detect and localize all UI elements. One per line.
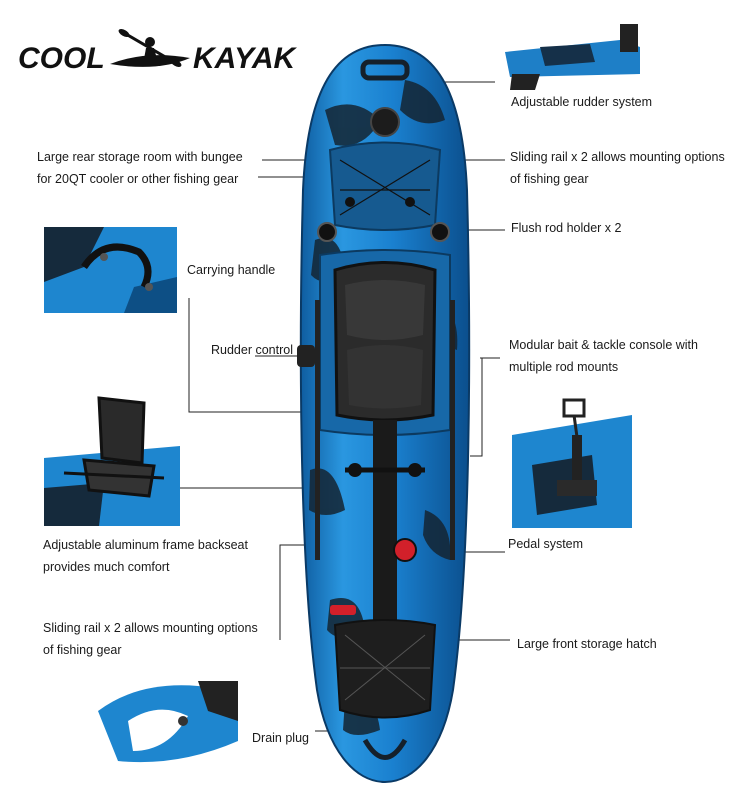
label-sliding-rail-bottom-line1: Sliding rail x 2 allows mounting options <box>43 621 258 635</box>
label-flush-rod-holder: Flush rod holder x 2 <box>511 221 622 235</box>
label-rear-storage-line1: Large rear storage room with bungee <box>37 150 243 164</box>
label-carrying-handle: Carrying handle <box>187 263 276 277</box>
backseat-photo <box>44 388 180 526</box>
kayak-top-view-illustration <box>297 43 471 784</box>
label-console-line1: Modular bait & tackle console with <box>509 338 698 352</box>
label-pedal-system: Pedal system <box>508 537 584 551</box>
label-rudder-control: Rudder control <box>211 343 293 357</box>
label-drain-plug: Drain plug <box>252 731 309 745</box>
label-sliding-rail-top-line1: Sliding rail x 2 allows mounting options <box>510 150 725 164</box>
label-rudder-system: Adjustable rudder system <box>511 95 653 109</box>
kayak-paddler-logo-icon <box>110 29 190 67</box>
brand-logo: COOL KAYAK <box>18 28 308 80</box>
label-front-hatch: Large front storage hatch <box>517 637 657 651</box>
label-backseat-line1: Adjustable aluminum frame backseat <box>43 538 248 552</box>
label-sliding-rail-top-line2: of fishing gear <box>510 172 589 186</box>
carrying-handle-photo <box>44 227 177 313</box>
rudder-photo <box>500 22 645 92</box>
label-console-line2: multiple rod mounts <box>509 360 619 374</box>
logo-text-left: COOL <box>18 42 105 75</box>
console-photo <box>512 395 632 528</box>
label-sliding-rail-bottom-line2: of fishing gear <box>43 643 122 657</box>
label-rear-storage-line2: for 20QT cooler or other fishing gear <box>37 172 239 186</box>
label-backseat-line2: provides much comfort <box>43 560 170 574</box>
drain-plug-photo <box>98 681 238 767</box>
logo-text-right: KAYAK <box>193 42 298 75</box>
